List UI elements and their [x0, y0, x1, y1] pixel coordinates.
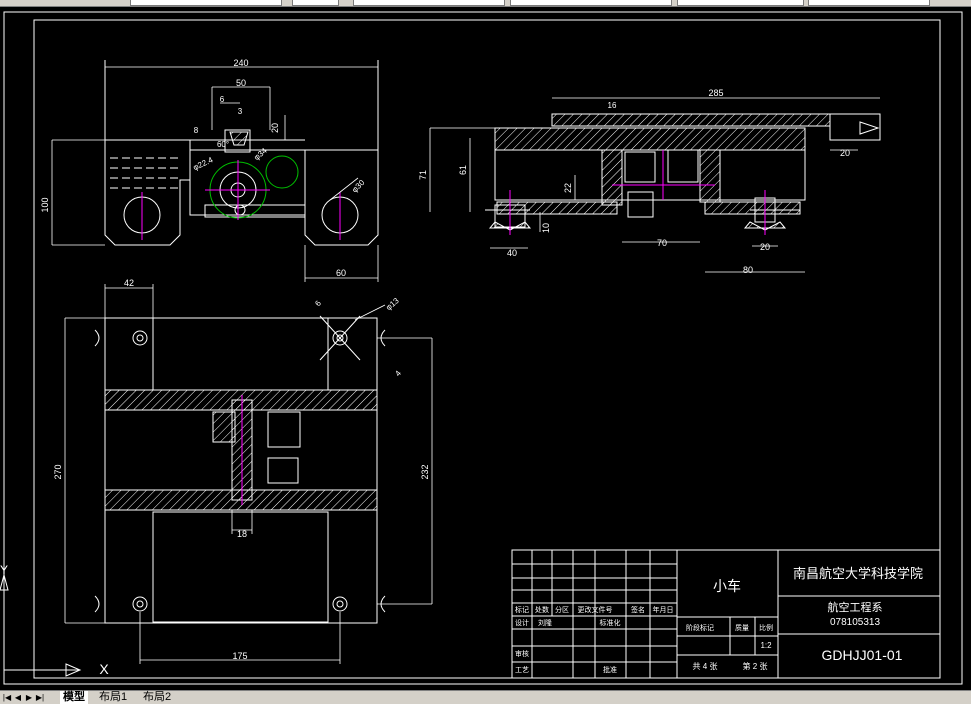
tab-model[interactable]: 模型	[60, 691, 88, 704]
dim-61: 61	[458, 165, 468, 175]
approve-label: 批准	[603, 665, 617, 674]
dim-phi13: φ13	[384, 296, 401, 312]
ucs-y-label: Y	[0, 563, 8, 577]
design-label: 设计	[515, 618, 529, 627]
rev-header-4: 签名	[631, 605, 645, 614]
total-sheets: 共 4 张	[693, 662, 718, 671]
plan-view	[94, 315, 386, 624]
stage-label: 阶段标记	[686, 623, 714, 632]
dim-240: 240	[233, 58, 248, 68]
dim-16: 16	[608, 101, 617, 110]
dim-71: 71	[418, 170, 428, 180]
scale-value: 1:2	[760, 641, 772, 650]
layer-dropdown[interactable]	[130, 0, 282, 6]
dim-270: 270	[53, 464, 63, 479]
dim-phi22: φ22.4	[192, 155, 215, 172]
lineweight-dropdown[interactable]	[677, 0, 804, 6]
dim-20b: 20	[840, 148, 850, 158]
dim-50: 50	[236, 78, 246, 88]
linetype-dropdown[interactable]	[510, 0, 672, 6]
dim-22: 22	[563, 183, 573, 193]
dim-6: 6	[220, 95, 225, 104]
dim-20a: 20	[270, 123, 280, 133]
tab-layout1[interactable]: 布局1	[99, 691, 128, 703]
tab-layout2[interactable]: 布局2	[143, 691, 172, 703]
drawing-number: GDHJJ01-01	[822, 647, 903, 663]
dim-80: 80	[743, 265, 753, 275]
color-dropdown[interactable]	[353, 0, 505, 6]
rev-header-2: 分区	[555, 605, 569, 614]
dim-175: 175	[232, 651, 247, 661]
rev-header-3: 更改文件号	[578, 605, 613, 614]
ucs-x-label: X	[99, 661, 109, 677]
dim-232: 232	[420, 464, 430, 479]
rev-header-0: 标记	[515, 605, 529, 614]
drawing-canvas[interactable]: 240 50 6 3 8 20 60° 100 φ22.4 φ34 φ30 60	[0, 6, 971, 690]
school-name: 南昌航空大学科技学院	[793, 566, 923, 581]
dim-phi30: φ30	[350, 178, 367, 195]
outer-frame	[3, 11, 963, 685]
side-view	[485, 113, 881, 231]
title-block	[511, 549, 941, 679]
inner-frame	[33, 19, 941, 679]
review-label: 审核	[515, 649, 529, 658]
side-view-dims	[429, 97, 880, 273]
dim-285: 285	[708, 88, 723, 98]
layer-tools[interactable]	[292, 0, 339, 6]
designer-name: 刘隆	[538, 618, 552, 627]
layout-tab-bar: |◀ ◀ ▶ ▶| 模型 布局1 布局2	[0, 690, 971, 704]
last-tab-icon[interactable]: ▶|	[35, 693, 45, 702]
plotstyle-dropdown[interactable]	[808, 0, 930, 6]
dim-10: 10	[541, 223, 551, 233]
dim-70: 70	[657, 238, 667, 248]
top-view-dims	[51, 66, 379, 282]
first-tab-icon[interactable]: |◀	[2, 693, 12, 702]
ucs-icon	[0, 573, 82, 677]
standard-label: 标准化	[600, 618, 621, 627]
dim-3: 3	[238, 107, 243, 116]
prev-tab-icon[interactable]: ◀	[14, 693, 22, 702]
side-view-centerlines	[509, 150, 766, 235]
rev-header-5: 年月日	[653, 605, 674, 614]
sheet-number: 第 2 张	[743, 661, 768, 671]
dim-60: 60	[336, 268, 346, 278]
top-view-centerlines	[141, 160, 341, 240]
dim-42: 42	[124, 278, 134, 288]
dim-60deg: 60°	[217, 140, 229, 149]
dim-6b: 6	[313, 298, 323, 308]
dim-40: 40	[507, 248, 517, 258]
student-id: 078105313	[830, 617, 880, 628]
next-tab-icon[interactable]: ▶	[25, 693, 33, 702]
scale-label: 比例	[759, 623, 773, 632]
department-name: 航空工程系	[828, 600, 883, 614]
weight-label: 质量	[735, 623, 749, 632]
process-label: 工艺	[515, 666, 529, 674]
dim-phi34: φ34	[252, 146, 269, 162]
dim-20c: 20	[760, 242, 770, 252]
dim-4: 4	[393, 368, 403, 378]
toolbar	[0, 0, 971, 7]
dim-18: 18	[237, 529, 247, 539]
rev-header-1: 处数	[535, 605, 549, 614]
part-name: 小车	[713, 578, 741, 594]
plan-view-dims	[64, 284, 433, 664]
dim-100: 100	[40, 197, 50, 212]
dim-8: 8	[194, 126, 199, 135]
